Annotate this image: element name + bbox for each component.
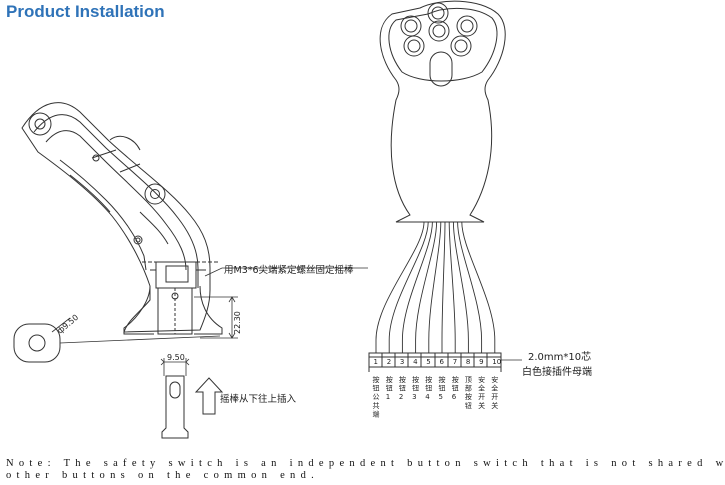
height-dimension-value: 22.30 (233, 311, 242, 334)
wire (448, 221, 456, 353)
pin-label-char: 按 (452, 375, 459, 384)
pin-label-char: 按 (399, 375, 406, 384)
wire-bundle (375, 221, 496, 353)
pin-label-char: 顶 (465, 376, 472, 384)
pin-label-char: 共 (373, 401, 380, 410)
pin-label-char: 5 (439, 393, 443, 401)
wire (415, 221, 438, 353)
wire (461, 221, 496, 353)
pin-label-char: 全 (478, 384, 485, 393)
pin-number: 6 (440, 358, 445, 366)
pin-label-char: 按 (425, 375, 432, 384)
pin-label-char: 端 (373, 409, 380, 418)
pin-label-char: 开 (478, 393, 485, 401)
joystick-bracket-side-view (21, 102, 223, 335)
pin-label-char: 2 (399, 393, 403, 401)
pin-label-char: 钮 (386, 384, 393, 393)
height-dimension (194, 296, 238, 339)
connector-pin-labels: 1按钮公共端2按钮13按钮24按钮35按钮46按钮57按钮68顶部按钮9安全开关… (373, 358, 502, 418)
washer-drawing (13, 317, 221, 363)
pin-label-char: 按 (439, 375, 446, 384)
pin-label-char: 钮 (439, 384, 446, 393)
pin-label-char: 全 (491, 384, 498, 393)
pin-label-char: 关 (491, 401, 498, 410)
note-line-1: Note: The safety switch is an independen… (6, 458, 725, 469)
pin-label-char: 公 (373, 393, 380, 401)
pin-label-char: 4 (425, 393, 430, 401)
wire (428, 221, 442, 353)
connector-spec-label: 2.0mm*10芯 (528, 350, 591, 363)
pin-label-char: 3 (412, 393, 416, 401)
pin-label-char: 钮 (452, 384, 459, 393)
diameter-dimension-value: ф9.50 (56, 313, 81, 336)
insert-shaft (160, 358, 190, 439)
pin-number: 7 (453, 358, 457, 366)
pin-number: 8 (466, 358, 470, 366)
insert-up-arrow (194, 377, 224, 415)
pin-number: 10 (492, 358, 501, 366)
pin-label-char: 安 (491, 375, 498, 384)
pin-label-char: 钮 (465, 401, 472, 410)
wire (452, 221, 469, 353)
wire (401, 221, 433, 353)
pin-number: 5 (426, 358, 430, 366)
note-line-2: other buttons on the common end. (6, 470, 320, 481)
wire (457, 221, 483, 353)
pin-label-char: 按 (412, 375, 419, 384)
pin-label-char: 钮 (399, 384, 406, 393)
pin-label-char: 开 (491, 393, 498, 401)
insert-direction-label: 摇棒从下往上插入 (220, 393, 297, 405)
joystick-handle (379, 0, 506, 223)
connector-type-label: 白色接插件母端 (522, 365, 592, 378)
pin-label-char: 钮 (412, 384, 419, 393)
pin-label-char: 钮 (373, 384, 380, 393)
pin-number: 3 (400, 358, 404, 366)
pin-label-char: 按 (373, 375, 380, 384)
pin-number: 9 (479, 358, 483, 366)
pin-number: 4 (413, 358, 418, 366)
pin-label-char: 部 (465, 384, 472, 393)
wire (441, 221, 446, 353)
pin-number: 2 (387, 358, 391, 366)
wire (375, 221, 425, 353)
pin-label-char: 按 (386, 375, 393, 384)
page-title: Product Installation (6, 2, 165, 21)
pin-label-char: 钮 (425, 384, 432, 393)
width-dimension-value: 9.50 (167, 353, 185, 362)
pin-label-char: 按 (465, 392, 472, 401)
pin-label-char: 1 (386, 393, 390, 401)
pin-label-char: 6 (452, 393, 457, 401)
wire (388, 221, 429, 353)
pin-number: 1 (374, 358, 378, 366)
pin-label-char: 安 (478, 375, 485, 384)
pin-label-char: 关 (478, 401, 485, 410)
screw-fixing-label: 用M3*6尖端紧定螺丝固定摇棒 (224, 264, 354, 276)
